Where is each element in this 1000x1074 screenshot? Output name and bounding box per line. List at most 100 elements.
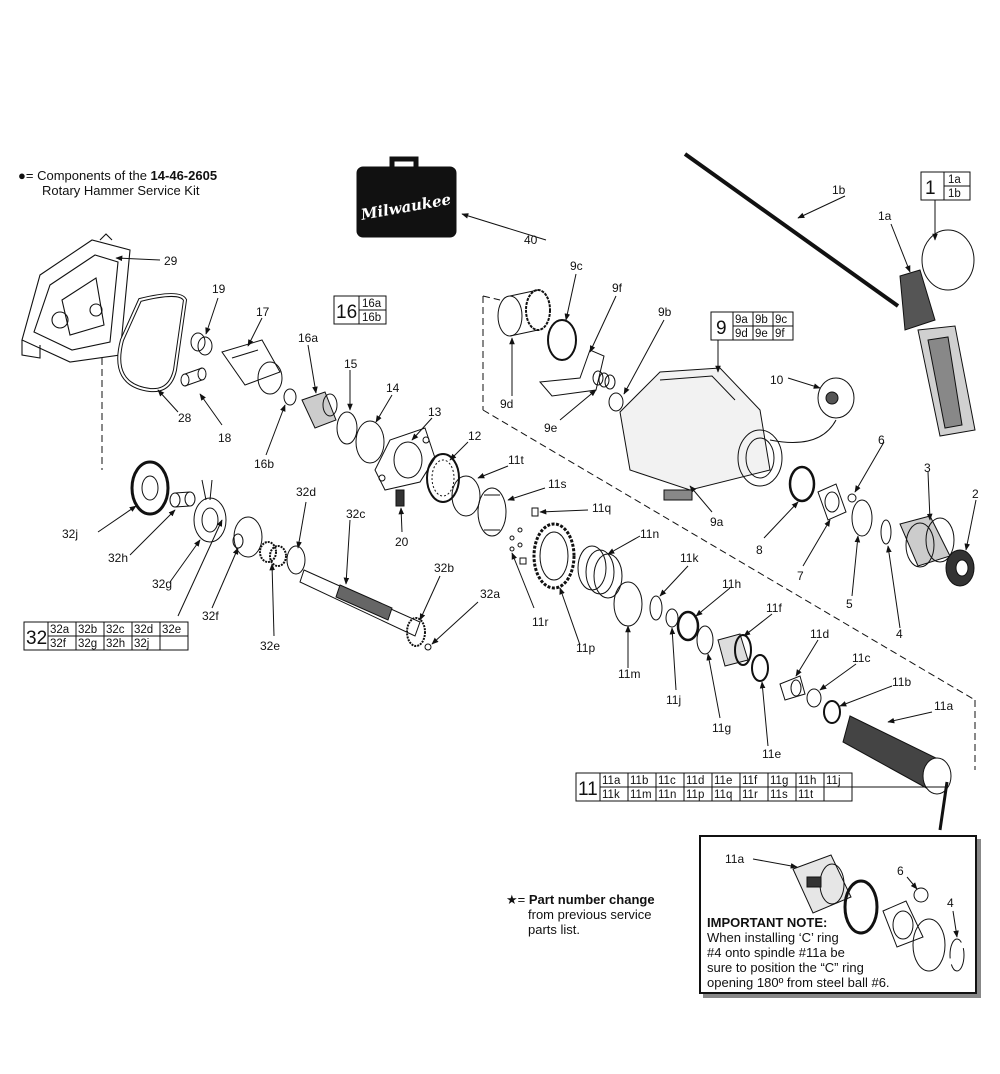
label-32c: 32c	[346, 507, 365, 521]
kit-box-16-num: 16	[336, 302, 357, 323]
spindle-part	[842, 715, 952, 795]
label-11d: 11d	[810, 627, 829, 641]
kit-box-32-sub: 32d	[134, 624, 153, 636]
label-1a: 1a	[878, 209, 892, 223]
label-4: 4	[896, 627, 903, 641]
piston-assembly-part	[283, 388, 338, 429]
label-16a: 16a	[298, 331, 318, 345]
c-ring-part	[880, 519, 892, 545]
inset-label-4: 4	[947, 896, 954, 910]
kit-box-9-sub: 9d	[735, 328, 748, 340]
part-change-title: Part number change	[528, 892, 655, 907]
kit-number: 14-46-2605	[150, 168, 218, 183]
crank-wheel-part	[130, 460, 170, 516]
kit-box-16-sub: 16a	[362, 298, 382, 310]
drive-gear-part	[406, 617, 426, 647]
label-9b: 9b	[658, 305, 672, 319]
intermediate-shaft-part	[286, 545, 421, 637]
label-9f: 9f	[612, 281, 623, 295]
kit-box-11-sub: 11t	[798, 789, 814, 801]
kit-box-1-num: 1	[925, 178, 936, 199]
gear-housing-part	[21, 233, 131, 363]
o-ring-part	[751, 654, 769, 682]
kit-bullet-symbol: ●=	[18, 168, 34, 183]
label-11m: 11m	[618, 667, 640, 681]
ring-detail-part	[843, 879, 879, 935]
part-change-line3: parts list.	[528, 922, 581, 937]
steel-ball-detail	[913, 887, 929, 903]
legend-line1: Components of the	[37, 168, 151, 183]
o-ring-part	[355, 420, 385, 464]
kit-box-11-sub: 11m	[630, 789, 652, 801]
kit-box-11: 11 11a 11b 11c 11d 11e 11f 11g 11h 11j 1…	[575, 772, 945, 802]
label-16b: 16b	[254, 457, 274, 471]
kit-box-11-sub: 11k	[602, 789, 620, 801]
kit-box-11-sub: 11q	[714, 789, 732, 801]
label-1b: 1b	[832, 183, 846, 197]
kit-box-11-sub: 11s	[770, 789, 788, 801]
kit-box-11-sub: 11d	[686, 775, 704, 787]
important-note-line: opening 180º from steel ball #6.	[707, 975, 890, 990]
label-28: 28	[178, 411, 192, 425]
label-14: 14	[386, 381, 400, 395]
label-7: 7	[797, 569, 804, 583]
important-note-line: sure to position the “C” ring	[707, 960, 864, 975]
gasket-part	[117, 293, 188, 393]
kit-box-11-sub: 11n	[658, 789, 676, 801]
part-change-line2: from previous service	[528, 907, 652, 922]
washer-part	[696, 625, 714, 655]
spring-part	[592, 370, 616, 390]
label-32d: 32d	[296, 485, 316, 499]
label-17: 17	[256, 305, 270, 319]
case-icon: Milwaukee	[356, 156, 457, 238]
spring-part	[577, 545, 623, 599]
kit-box-9-sub: 9a	[735, 314, 748, 326]
clutch-part	[477, 487, 507, 537]
label-11a: 11a	[934, 699, 953, 713]
kit-box-1: 1 1a 1b	[920, 171, 971, 201]
label-11e: 11e	[762, 747, 781, 761]
steel-ball-part	[847, 493, 857, 503]
assembly-dash-line	[482, 409, 976, 701]
kit-box-16-sub: 16b	[362, 312, 381, 324]
label-12: 12	[468, 429, 482, 443]
label-32f: 32f	[202, 609, 219, 623]
label-40: 40	[524, 233, 538, 247]
label-29: 29	[164, 254, 178, 268]
washer-part	[851, 499, 873, 537]
kit-box-9: 9 9a 9b 9c 9d 9e 9f	[710, 311, 794, 341]
plate-detail-part	[882, 900, 924, 948]
pin-part	[180, 367, 207, 387]
kit-box-32-sub: 32b	[78, 624, 97, 636]
important-note-line: When installing ‘C’ ring	[707, 930, 839, 945]
small-balls-part	[509, 507, 539, 565]
assembly-dash-line	[482, 295, 501, 301]
kit-box-11-sub: 11e	[714, 775, 732, 787]
c-ring-detail	[949, 938, 965, 972]
bushing-part	[608, 392, 624, 412]
label-9a: 9a	[710, 515, 724, 529]
bracket-part	[538, 349, 605, 397]
label-11p: 11p	[576, 641, 595, 655]
dust-cap-part	[945, 549, 975, 587]
kit-box-9-sub: 9c	[775, 314, 787, 326]
kit-box-32-num: 32	[26, 628, 47, 649]
kit-box-9-sub: 9f	[775, 328, 785, 340]
label-18: 18	[218, 431, 232, 445]
kit-box-9-num: 9	[716, 318, 727, 339]
label-9d: 9d	[500, 397, 513, 411]
part-labels: 40 29 28 19 17 18 16a 16b 15 14 13 12 20…	[62, 183, 979, 761]
service-kit-legend: ●= Components of the 14-46-2605 Rotary H…	[18, 168, 217, 198]
washer-detail-part	[912, 918, 946, 972]
label-3: 3	[924, 461, 931, 475]
washer-part	[806, 688, 822, 708]
label-11c: 11c	[852, 651, 870, 665]
label-32h: 32h	[108, 551, 128, 565]
kit-box-11-sub: 11a	[602, 775, 621, 787]
kit-box-11-sub: 11c	[658, 775, 676, 787]
important-note-text: IMPORTANT NOTE: When installing ‘C’ ring…	[707, 915, 890, 990]
depth-rod-part	[683, 152, 900, 308]
label-19: 19	[212, 282, 226, 296]
label-5: 5	[846, 597, 853, 611]
